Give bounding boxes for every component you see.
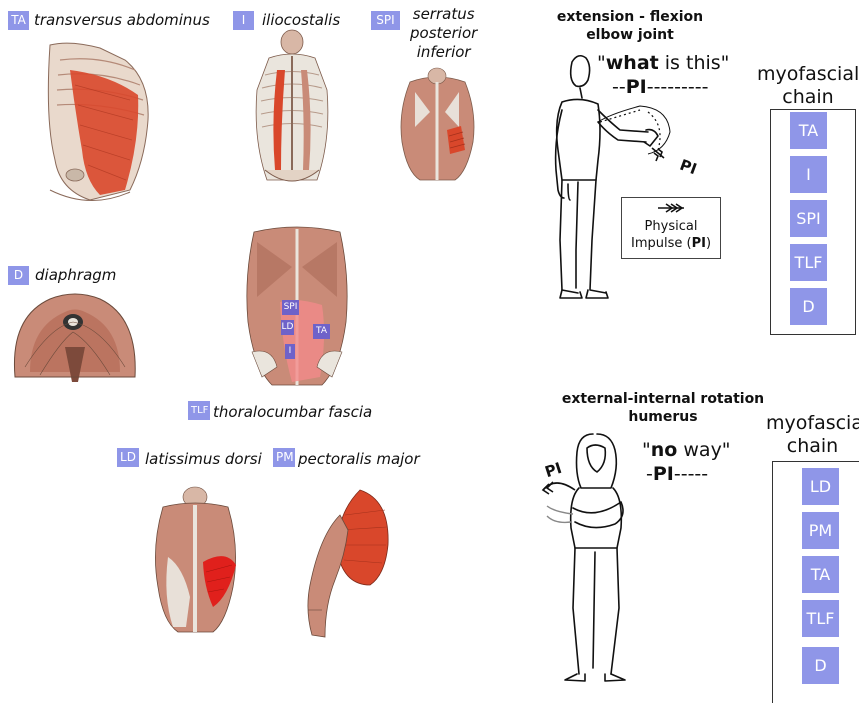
physical-impulse-legend: Physical Impulse (PI) [621,197,721,259]
bottom-chain-item-tlf: TLF [802,600,839,637]
impulse-arrow-icon [622,202,720,218]
pm-tag: PM [273,448,295,467]
spi-label: serratus posterior inferior [410,5,477,62]
top-chain-item-ta: TA [790,112,827,149]
tlf-label: thoralocumbar fascia [213,403,372,421]
i-tag: I [233,11,254,30]
top-chain-item-spi: SPI [790,200,827,237]
d-tag: D [8,266,29,285]
spi-tag: SPI [371,11,400,30]
bottom-panel-title: external-internal rotation humerus [548,390,778,426]
d-label: diaphragm [35,266,116,284]
top-chain-item-d: D [790,288,827,325]
bottom-quote: "no way" [642,439,731,461]
bottom-chain-title: myofascial chain [766,412,859,458]
man-figure-elbow [540,50,715,305]
bottom-chain-item-pm: PM [802,512,839,549]
latissimus-dorsi-illustration [148,487,243,635]
ta-tag: TA [8,11,29,30]
top-chain-item-tlf: TLF [790,244,827,281]
tlf-mini-tag-ld: LD [281,320,294,335]
iliocostalis-illustration [247,30,337,195]
pm-label: pectoralis major [298,450,420,468]
i-label: iliocostalis [262,11,340,29]
top-chain-title: myofascial chain [757,63,859,109]
tlf-mini-tag-ta: TA [313,324,330,339]
transversus-abdominus-illustration [30,40,165,205]
bottom-chain-item-ta: TA [802,556,839,593]
serratus-posterior-inferior-illustration [395,72,480,182]
pectoralis-major-illustration [300,485,395,640]
diaphragm-illustration [10,287,140,392]
bottom-chain-item-ld: LD [802,468,839,505]
tlf-mini-tag-spi: SPI [282,300,299,315]
ld-label: latissimus dorsi [145,450,262,468]
ta-label: transversus abdominus [34,11,210,29]
bottom-chain-item-d: D [802,647,839,684]
tlf-mini-tag-i: I [285,344,295,359]
top-panel-title: extension - flexion elbow joint [540,8,720,44]
tlf-tag: TLF [188,401,210,420]
top-chain-item-i: I [790,156,827,193]
ld-tag: LD [117,448,139,467]
bottom-pi-line: -PI----- [646,463,708,485]
